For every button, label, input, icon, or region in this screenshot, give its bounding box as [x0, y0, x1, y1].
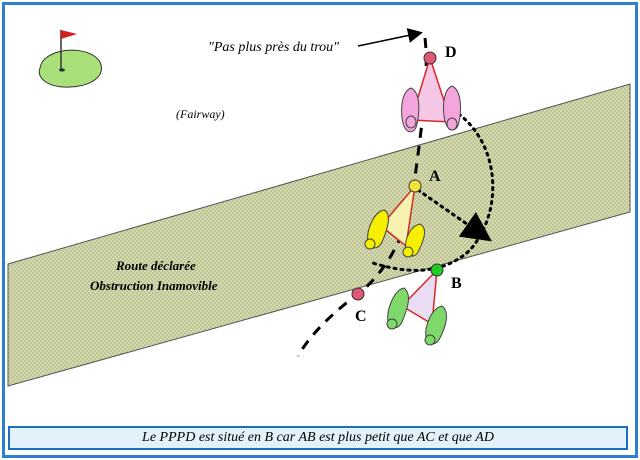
point-a-label: A [429, 168, 441, 185]
point-d-label: D [445, 44, 457, 61]
declared-road [7, 83, 631, 387]
point-b-marker [430, 263, 444, 277]
dotted-arc [368, 108, 495, 272]
caption: Le PPPD est situé en B car AB est plus p… [8, 426, 628, 450]
dotted-radius-line [416, 188, 492, 242]
road-label-line2: Obstruction Inamovible [90, 278, 218, 293]
point-d-marker [423, 51, 437, 65]
quote-label: "Pas plus près du trou" [208, 40, 339, 55]
quote-arrow [357, 28, 423, 47]
footprints-icon [386, 267, 447, 346]
footprints-icon [401, 55, 461, 133]
point-b-label: B [451, 275, 462, 292]
point-c-label: C [355, 308, 367, 325]
footprints-icon [364, 183, 426, 258]
flag-icon [60, 30, 77, 70]
fairway-label: (Fairway) [176, 107, 225, 121]
putting-green-icon [38, 49, 102, 88]
road-label-line1: Route déclarée [115, 258, 196, 273]
point-c-marker [351, 287, 365, 301]
point-a-marker [408, 179, 422, 193]
